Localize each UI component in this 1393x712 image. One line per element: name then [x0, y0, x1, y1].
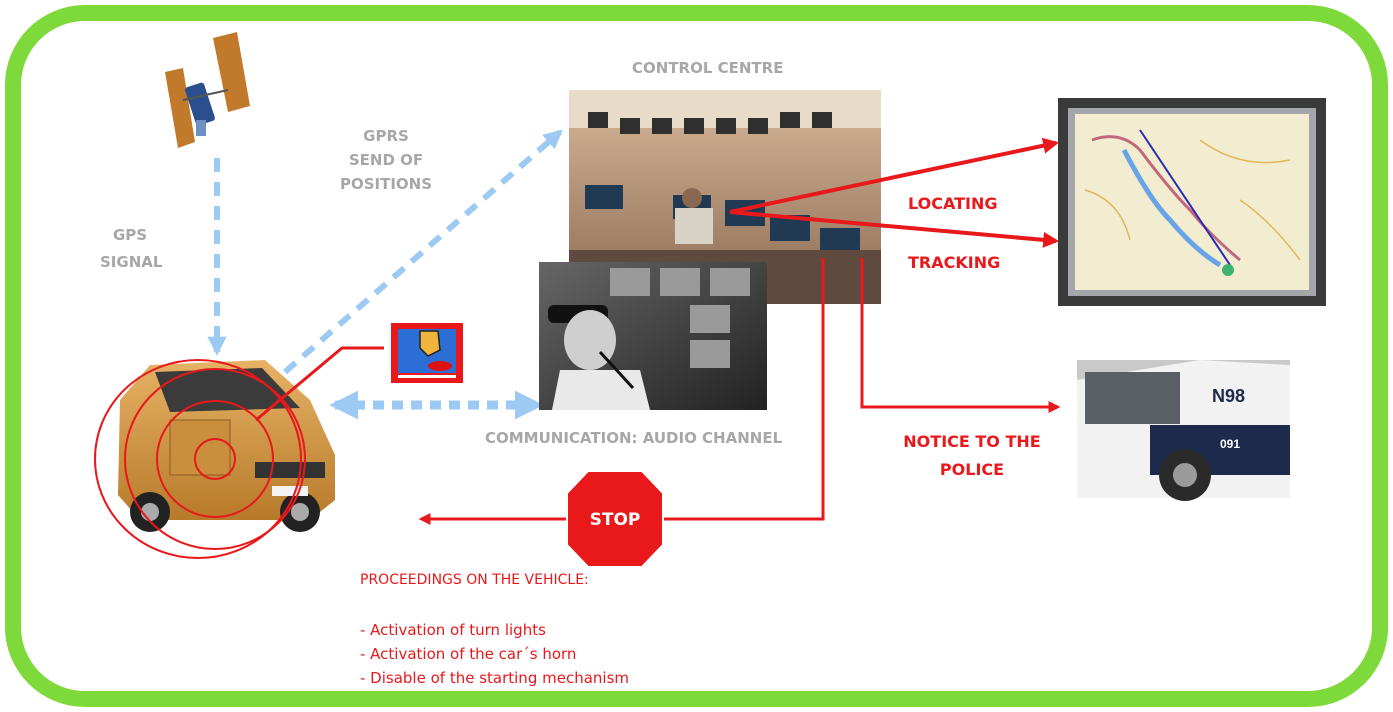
panic-button-icon: [391, 323, 463, 383]
van-image: [118, 360, 335, 532]
gps-signal-label: GPS SIGNAL: [100, 222, 163, 276]
map-screen-image: [1058, 98, 1326, 306]
satellite-icon: [165, 32, 250, 148]
stop-sign: STOP: [566, 470, 664, 568]
stop-text: STOP: [590, 510, 641, 530]
control-centre-label: CONTROL CENTRE: [632, 59, 784, 77]
police-car-plate: N98: [1212, 386, 1245, 406]
frame-border: [5, 5, 1388, 707]
proceedings-item: - Disable of the starting mechanism: [360, 669, 629, 687]
gprs-label-line-1: GPRS: [363, 127, 409, 145]
gps-label-line-1: GPS: [112, 226, 148, 244]
gprs-label: GPRS SEND OF POSITIONS: [326, 124, 446, 196]
police-notice-label: NOTICE TO THE POLICE: [882, 428, 1062, 484]
stop-link: [662, 258, 825, 521]
gprs-arrow: [283, 129, 563, 375]
proceedings-item: - Activation of the car´s horn: [360, 645, 577, 663]
proceedings-title: PROCEEDINGS ON THE VEHICLE:: [360, 572, 589, 588]
locating-label: LOCATING: [908, 194, 998, 213]
gps-label-line-2: SIGNAL: [100, 253, 163, 271]
audio-channel-label: COMMUNICATION: AUDIO CHANNEL: [485, 429, 783, 447]
police-label-line-1: NOTICE TO THE: [903, 432, 1041, 451]
gprs-label-line-2: SEND OF: [348, 151, 424, 169]
proceedings-item: - Activation of turn lights: [360, 621, 546, 639]
police-car-number: 091: [1220, 437, 1240, 451]
tracking-arrow: [729, 210, 1060, 248]
operator-photo: [539, 262, 767, 410]
signal-rings: [94, 359, 306, 559]
tracking-label: TRACKING: [908, 253, 1001, 272]
proceedings-list: - Activation of turn lights - Activation…: [360, 618, 629, 690]
panic-link: [255, 346, 384, 422]
gprs-label-line-3: POSITIONS: [339, 175, 433, 193]
police-label-line-2: POLICE: [939, 460, 1005, 479]
police-car-photo: N98 091: [1077, 360, 1290, 501]
locating-arrow: [729, 137, 1060, 214]
police-arrow: [860, 258, 1061, 413]
